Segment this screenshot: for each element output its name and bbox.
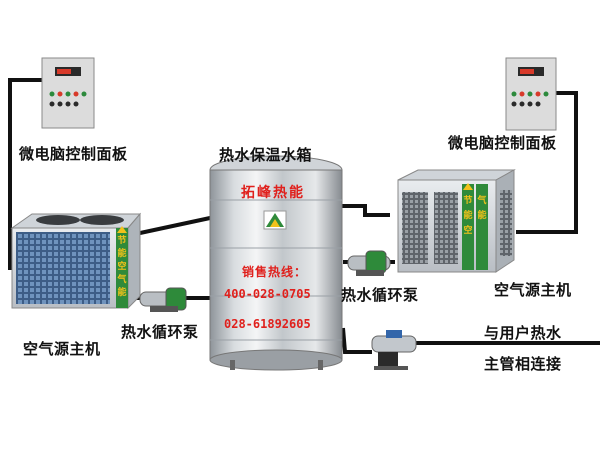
label-control-panel-left: 微电脑控制面板 <box>19 145 128 163</box>
badge-char: 气 <box>117 275 127 285</box>
circulation-pump-left <box>139 287 187 312</box>
tank-brand-text: 拓峰热能 <box>241 185 305 201</box>
badge-char: 能 <box>117 249 127 259</box>
pipe-right-supply <box>340 204 390 217</box>
tank-phone-2: 028-61892605 <box>224 317 311 331</box>
circulation-pump-right <box>347 250 391 276</box>
control-panel-left <box>41 57 95 129</box>
pipe-right-control <box>516 91 578 234</box>
air-source-unit-right <box>397 169 516 273</box>
label-pump-left: 热水循环泵 <box>121 323 199 341</box>
label-user-line2: 主管相连接 <box>484 355 562 373</box>
badge-char: 空 <box>117 262 127 272</box>
user-pump <box>371 330 417 370</box>
label-control-panel-right: 微电脑控制面板 <box>448 134 557 152</box>
label-air-unit-right: 空气源主机 <box>494 281 572 299</box>
badge-char: 节 <box>117 236 127 246</box>
control-panel-right <box>505 57 557 131</box>
label-pump-right: 热水循环泵 <box>341 286 419 304</box>
unit-left-badge: 节 能 空 气 能 <box>116 235 128 300</box>
badge-char: 能 <box>463 211 473 221</box>
water-tank <box>209 155 343 371</box>
badge-char: 能 <box>477 211 487 221</box>
badge-char: 节 <box>463 196 473 206</box>
unit-right-badge-a: 节 能 空 <box>462 194 474 239</box>
air-source-unit-left <box>10 212 142 310</box>
badge-char: 能 <box>117 288 127 298</box>
unit-right-badge-b: 气 能 <box>476 194 488 224</box>
badge-char: 气 <box>477 196 487 206</box>
badge-char: 空 <box>463 226 473 236</box>
label-air-unit-left: 空气源主机 <box>23 340 101 358</box>
label-water-tank: 热水保温水箱 <box>219 146 313 164</box>
tank-hotline-title: 销售热线： <box>242 265 308 279</box>
tank-phone-1: 400-028-0705 <box>224 287 311 301</box>
label-user-line1: 与用户热水 <box>484 324 562 342</box>
pipe-user-main <box>341 327 372 354</box>
